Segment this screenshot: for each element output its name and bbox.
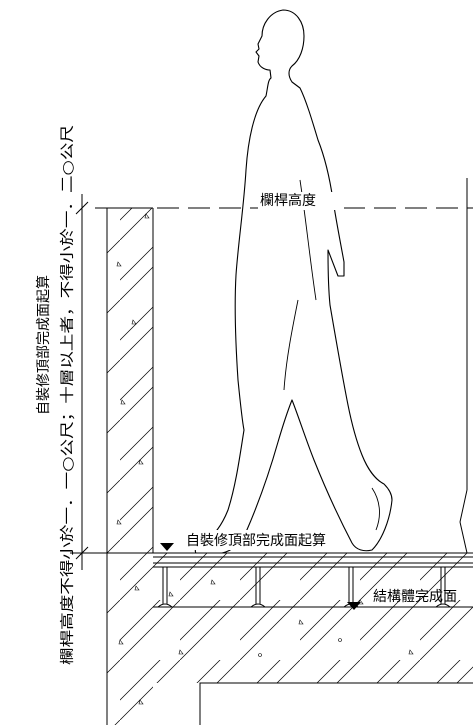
- finish-level-label: 自裝修頂部完成面起算: [186, 533, 326, 549]
- railing-height-label: 欄桿高度: [260, 192, 316, 209]
- height-dimension: [70, 194, 160, 570]
- parapet-wall: [106, 207, 154, 725]
- vertical-note-line1: 自裝修頂部完成面起算: [36, 275, 52, 415]
- vertical-note-line2: 欄桿高度不得小於一．一○公尺；十層以上者，不得小於一．二○公尺: [59, 125, 76, 665]
- structure-level-marker: 結構體完成面: [347, 589, 457, 610]
- structure-level-label: 結構體完成面: [373, 589, 457, 605]
- human-figure-details: [283, 179, 380, 531]
- raised-floor-system: [153, 556, 473, 608]
- concrete-aggregate-marks: [116, 213, 150, 705]
- door-frame: [459, 178, 468, 554]
- finish-level-marker: 自裝修頂部完成面起算: [160, 530, 341, 551]
- human-figure-silhouette: [194, 9, 393, 554]
- structural-slab: [153, 552, 473, 725]
